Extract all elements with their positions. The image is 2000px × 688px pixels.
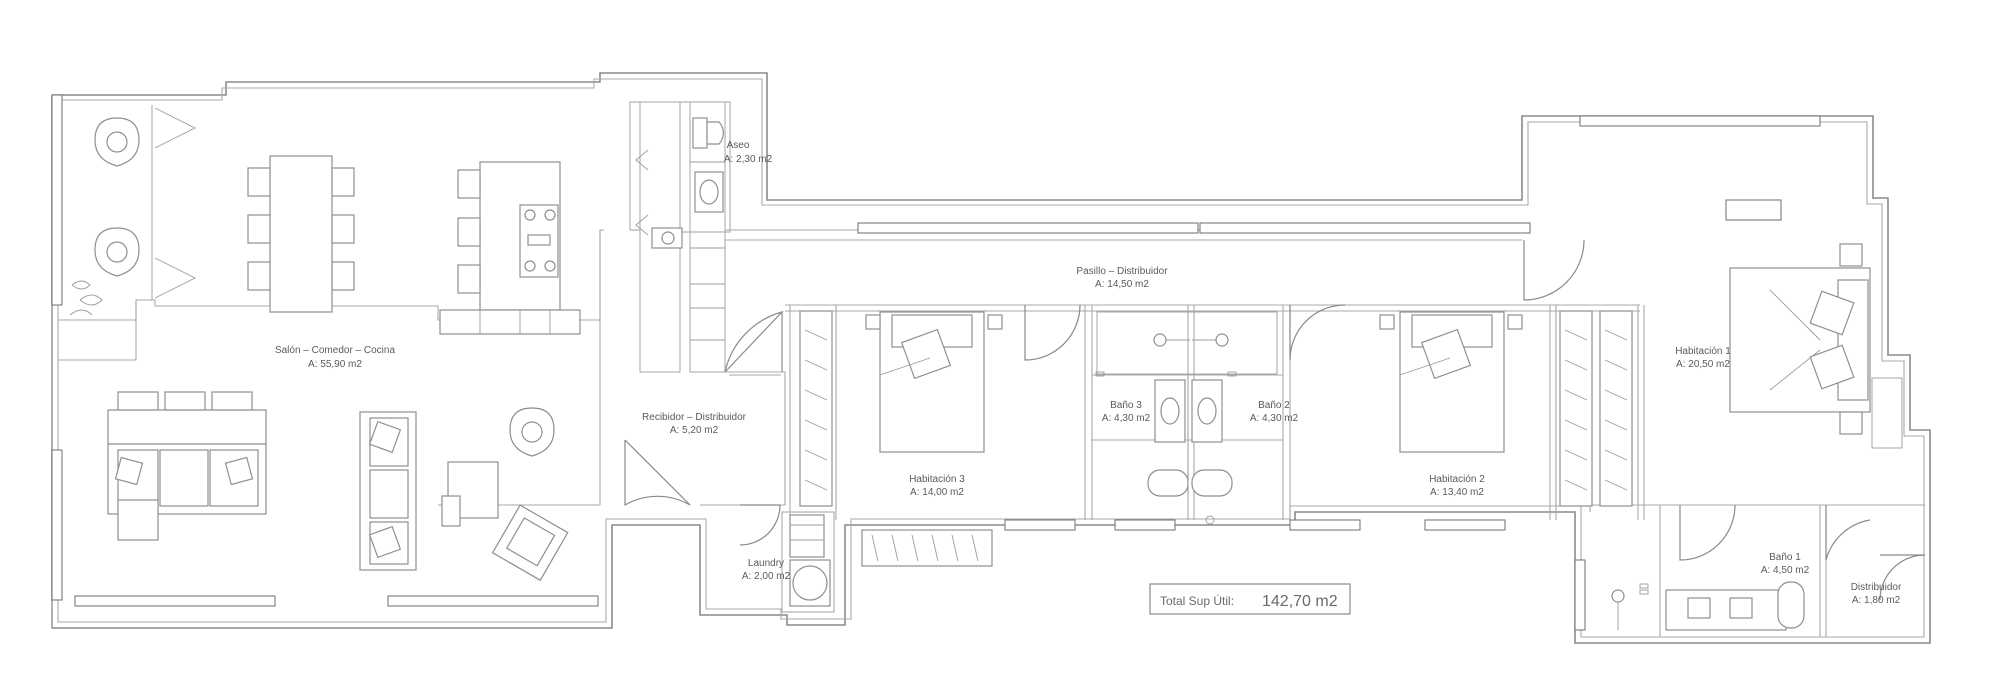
label-hab3-area: A: 14,00 m2 <box>910 487 964 498</box>
bedroom3-furniture <box>799 310 1003 567</box>
label-hab2-name: Habitación 2 <box>1429 474 1485 485</box>
living-furniture <box>107 391 569 582</box>
dining-furniture <box>247 155 355 313</box>
label-hab1-area: A: 20,50 m2 <box>1676 359 1730 370</box>
bedroom2-furniture <box>1379 310 1633 507</box>
label-aseo-area: A: 2,30 m2 <box>724 154 773 165</box>
label-aseo-name: Aseo <box>727 140 750 151</box>
label-bano1-name: Baño 1 <box>1769 552 1801 563</box>
label-bano1-area: A: 4,50 m2 <box>1761 565 1810 576</box>
label-laundry-area: A: 2,00 m2 <box>742 571 791 582</box>
label-recibidor-name: Recibidor – Distribuidor <box>642 412 747 423</box>
doors <box>624 239 1926 601</box>
label-hab1-name: Habitación 1 <box>1675 346 1731 357</box>
label-distribuidor-name: Distribuidor <box>1851 582 1902 593</box>
bedroom1-furniture <box>1729 243 1903 449</box>
kitchen-counter <box>629 101 683 249</box>
aseo-fixtures <box>692 117 724 213</box>
label-bano2-name: Baño 2 <box>1258 400 1290 411</box>
bathroom1-fixtures <box>1611 581 1805 631</box>
windows <box>51 94 1821 631</box>
label-distribuidor-area: A: 1,80 m2 <box>1852 595 1901 606</box>
label-pasillo-area: A: 14,50 m2 <box>1095 279 1149 290</box>
kitchen-island <box>439 161 581 335</box>
label-salon-area: A: 55,90 m2 <box>308 359 362 370</box>
total-area-box: Total Sup Útil: 142,70 m2 <box>1149 583 1351 615</box>
total-area-label: Total Sup Útil: <box>1160 593 1234 608</box>
label-bano2-area: A: 4,30 m2 <box>1250 413 1299 424</box>
label-hab3-name: Habitación 3 <box>909 474 965 485</box>
total-area-value: 142,70 m2 <box>1262 593 1338 610</box>
label-bano3-area: A: 4,30 m2 <box>1102 413 1151 424</box>
terrace-furniture <box>69 105 197 316</box>
room-labels: Salón – Comedor – Cocina A: 55,90 m2 Ase… <box>275 140 1902 606</box>
bathrooms-3-2-fixtures <box>1095 311 1278 525</box>
label-pasillo-name: Pasillo – Distribuidor <box>1076 266 1168 277</box>
label-salon-name: Salón – Comedor – Cocina <box>275 345 396 356</box>
label-bano3-name: Baño 3 <box>1110 400 1142 411</box>
laundry-fixtures <box>789 514 831 607</box>
label-laundry-name: Laundry <box>748 558 784 569</box>
label-hab2-area: A: 13,40 m2 <box>1430 487 1484 498</box>
label-recibidor-area: A: 5,20 m2 <box>670 425 719 436</box>
